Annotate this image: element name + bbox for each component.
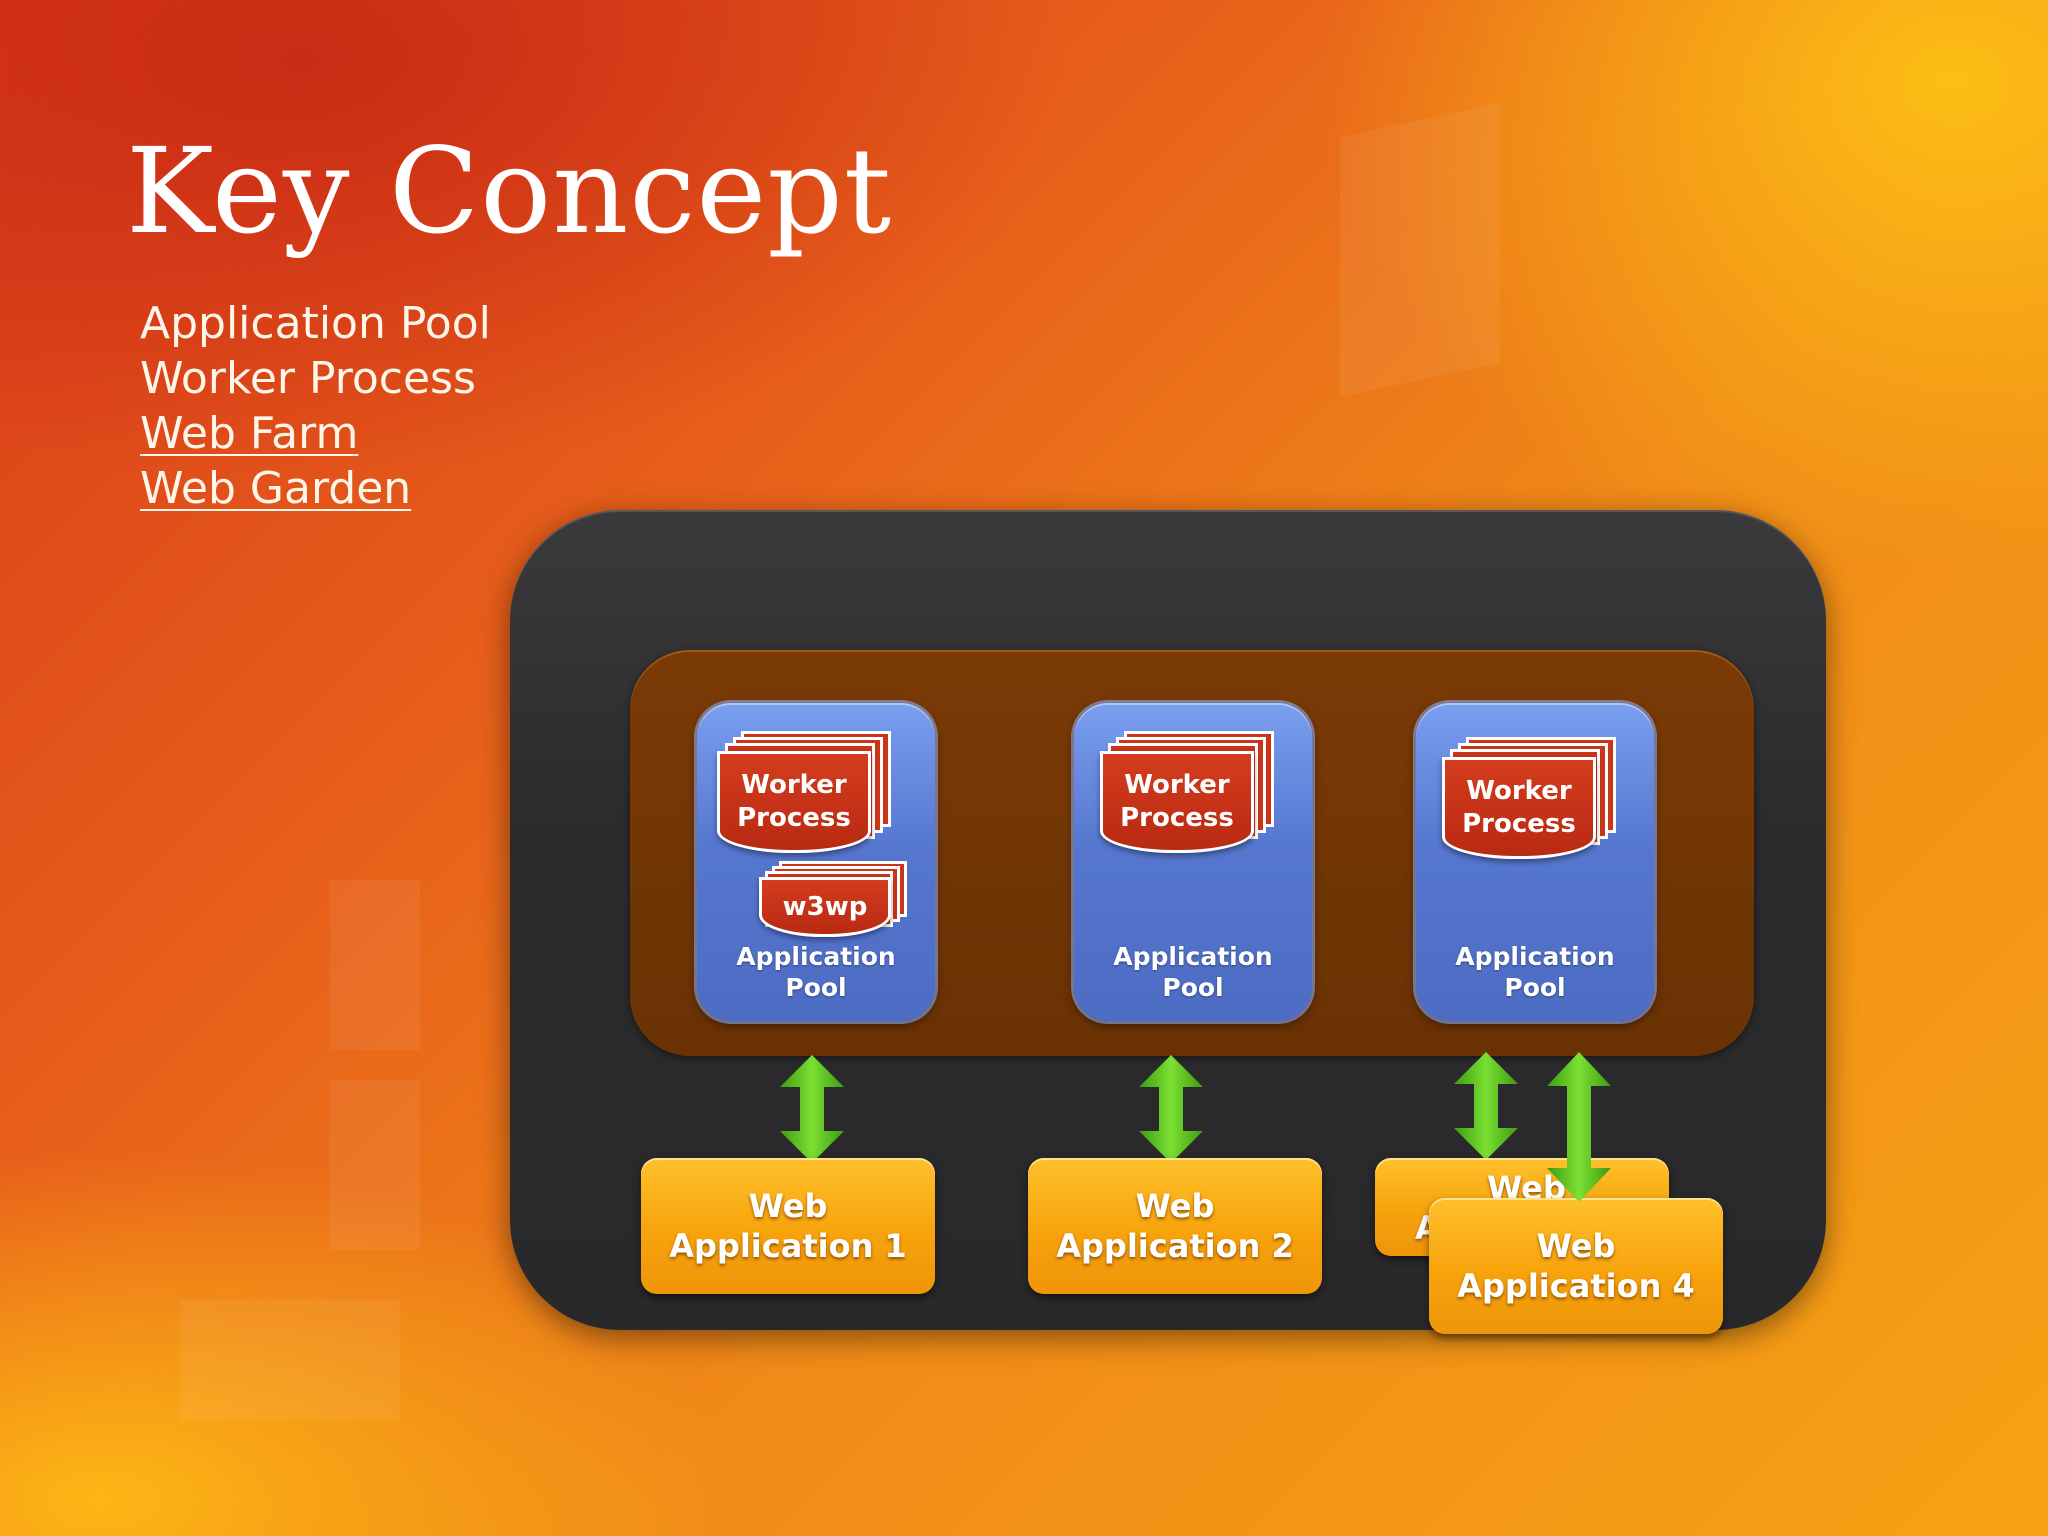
application-pool-label: Application Pool [1074,941,1312,1003]
application-pool-3: Worker Process Application Pool [1416,703,1654,1021]
pool-label-line2: Pool [1162,973,1224,1002]
application-pool-label: Application Pool [697,941,935,1003]
web-application-4: Web Application 4 [1429,1198,1723,1334]
w3wp-label: w3wp [759,877,891,937]
worker-process-2: Worker Process [1100,731,1278,861]
web-app-label-line1: Web [1135,1187,1215,1225]
background-window-decoration [330,880,420,1050]
web-app-label-line1: Web [748,1187,828,1225]
double-arrow-icon [1139,1055,1203,1163]
worker-process-label: Worker Process [1442,757,1596,859]
bullet-label: Application Pool [140,298,491,349]
slide-title: Key Concept [126,122,893,260]
background-window-decoration [1340,102,1500,398]
pool-label-line2: Pool [1504,973,1566,1002]
double-arrow-icon [1454,1052,1518,1160]
worker-process-1: Worker Process [717,731,895,861]
pool-label-line1: Application [1455,942,1615,971]
bullet-worker-process: Worker Process [140,351,491,406]
application-pool-2: Worker Process Application Pool [1074,703,1312,1021]
pool-label-line1: Application [736,942,896,971]
bullet-list: Application Pool Worker Process Web Farm… [140,296,491,516]
web-app-label-line2: Application 4 [1457,1267,1695,1305]
pool-label-line2: Pool [785,973,847,1002]
application-pool-label: Application Pool [1416,941,1654,1003]
worker-label-line2: Process [1462,809,1576,839]
web-app-label-line1: Web [1536,1227,1616,1265]
bullet-label: Worker Process [140,353,476,404]
double-arrow-icon [1547,1052,1611,1202]
w3wp-process: w3wp [759,861,909,941]
pool-label-line1: Application [1113,942,1273,971]
worker-process-3: Worker Process [1442,737,1620,867]
double-arrow-icon [780,1055,844,1163]
link-web-garden[interactable]: Web Garden [140,461,491,516]
worker-label-line2: Process [737,803,851,833]
worker-label-line1: Worker [1124,770,1230,800]
bullet-application-pool: Application Pool [140,296,491,351]
web-app-label-line2: Application 2 [1056,1227,1294,1265]
background-window-decoration [180,1300,400,1420]
w3wp-text: w3wp [782,892,868,922]
link-label[interactable]: Web Farm [140,408,359,459]
web-application-2: Web Application 2 [1028,1158,1322,1294]
web-application-1: Web Application 1 [641,1158,935,1294]
background-window-decoration [330,1080,420,1250]
worker-process-label: Worker Process [1100,751,1254,853]
web-app-label-line2: Application 1 [669,1227,907,1265]
link-label[interactable]: Web Garden [140,463,412,514]
worker-label-line2: Process [1120,803,1234,833]
worker-process-label: Worker Process [717,751,871,853]
link-web-farm[interactable]: Web Farm [140,406,491,461]
worker-label-line1: Worker [1466,776,1572,806]
worker-label-line1: Worker [741,770,847,800]
application-pool-1: Worker Process w3wp Application Pool [697,703,935,1021]
